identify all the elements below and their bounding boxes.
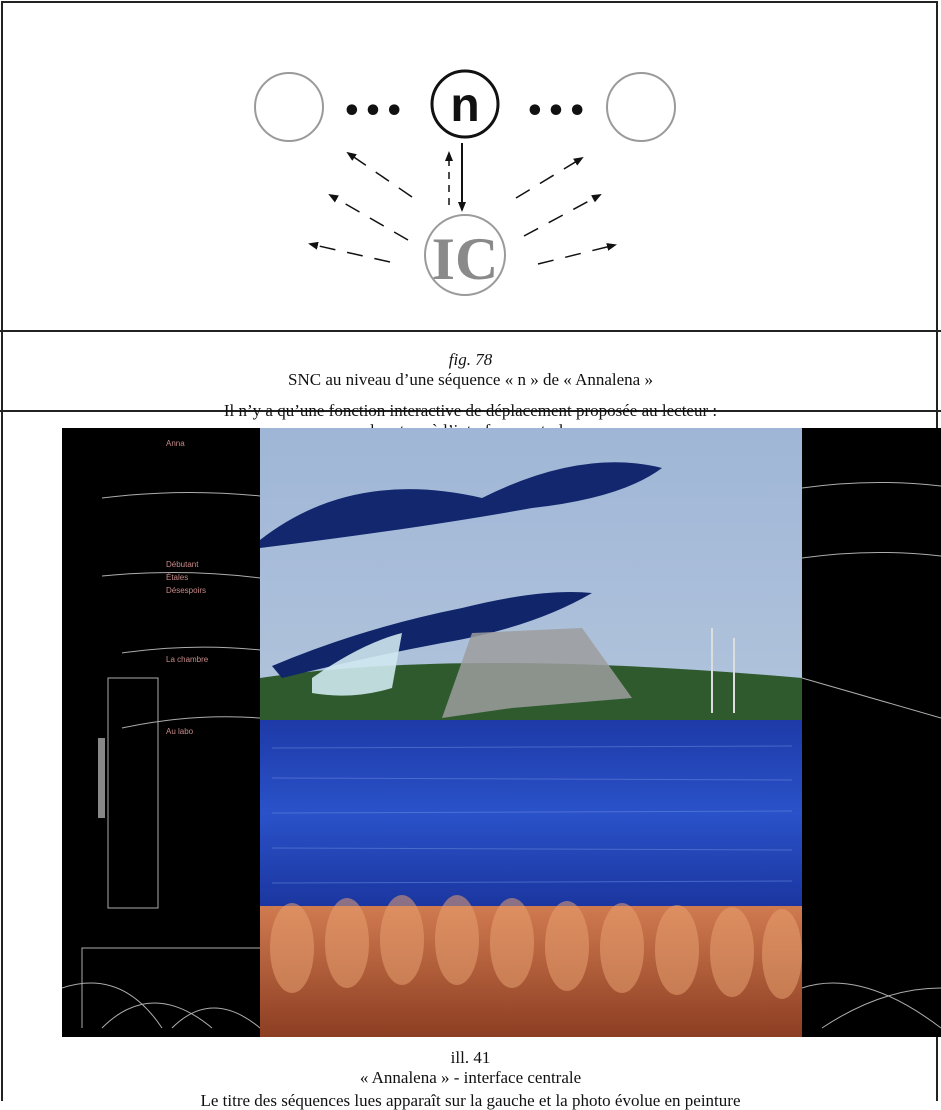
center-node: [430, 69, 500, 139]
divider-middle: [0, 410, 941, 412]
illustration-title: « Annalena » - interface centrale: [359, 1068, 582, 1087]
center-node-label: n: [450, 79, 479, 132]
figure-title: SNC au niveau d’une séquence « n » de « …: [288, 370, 653, 389]
hub-node: [424, 214, 506, 296]
annalena-scene: Anna Débutant Étales Désespoirs La chamb…: [62, 428, 941, 1037]
illustration-number: ill. 41: [450, 1048, 491, 1067]
figure-number: fig. 78: [448, 350, 493, 369]
left-ellipsis: •••: [342, 94, 406, 129]
snc-diagram: n ••• ••• IC: [254, 69, 676, 296]
arrow-left-1: [346, 151, 413, 198]
left-node: [254, 72, 324, 142]
sequence-title-3: Étales: [166, 573, 188, 582]
sequence-title-2: Débutant: [166, 560, 199, 569]
annalena-interface-screenshot: Anna Débutant Étales Désespoirs La chamb…: [62, 428, 941, 1037]
sequence-title-6: Au labo: [166, 727, 194, 736]
right-node: [606, 72, 676, 142]
arrow-left-3: [308, 241, 391, 263]
hub-node-label: IC: [432, 226, 499, 292]
divider-top: [0, 330, 941, 332]
illustration-note: Le titre des séquences lues apparaît sur…: [200, 1091, 741, 1110]
right-ellipsis: •••: [525, 94, 589, 129]
illustration-caption: ill. 41 « Annalena » - interface central…: [0, 1048, 941, 1088]
sequence-title-1: Anna: [166, 439, 185, 448]
arrow-right-1: [515, 156, 584, 199]
arrow-right-3: [537, 243, 617, 265]
arrow-left-2: [328, 194, 409, 241]
sequence-title-5: La chambre: [166, 655, 209, 664]
figure-note-line1: Il n’y a qu’une fonction interactive de …: [223, 401, 718, 420]
arrow-right-2: [523, 194, 602, 237]
sequence-title-4: Désespoirs: [166, 586, 206, 595]
